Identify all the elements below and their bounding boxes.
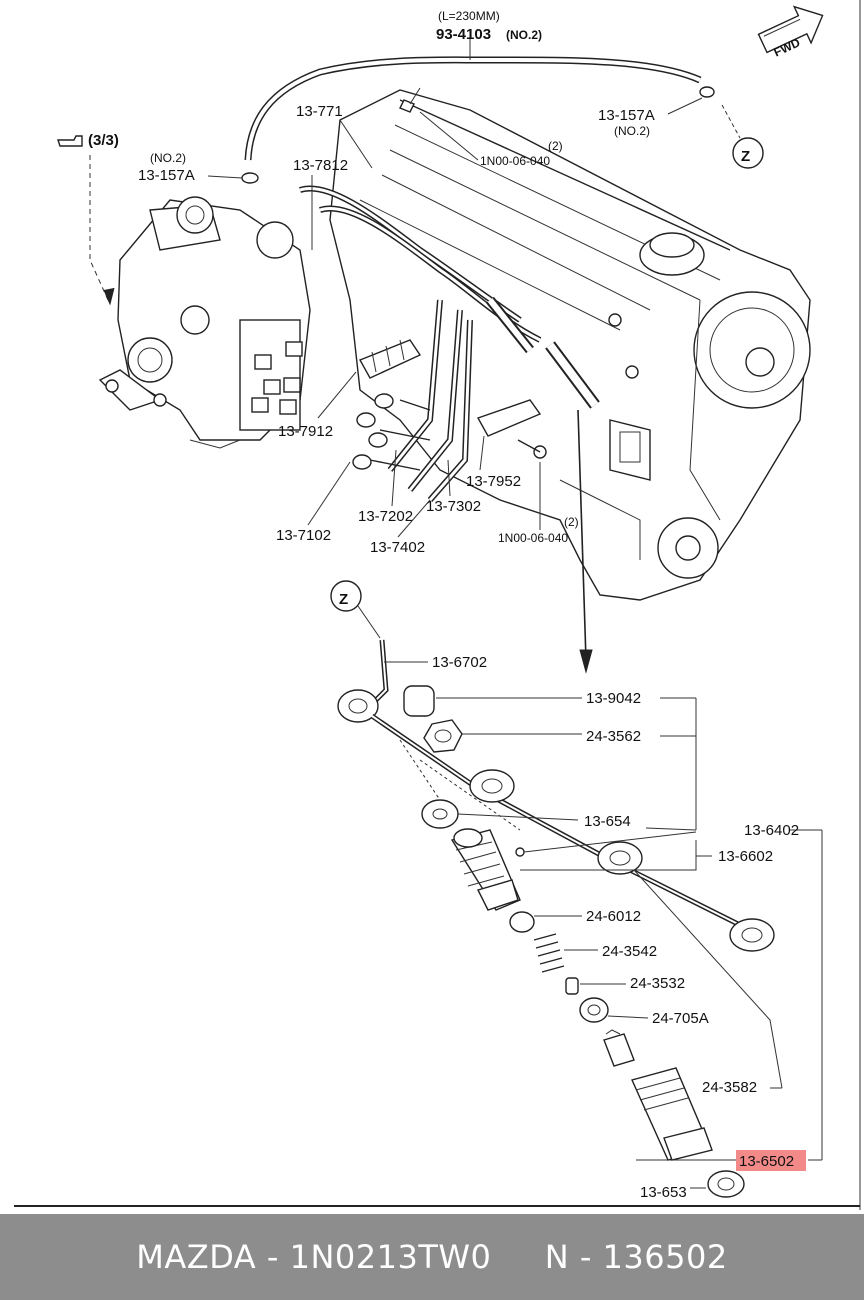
label-24-3562: 24-3562	[586, 728, 641, 745]
highlight-13-6502	[736, 1150, 806, 1171]
bracket-13-7952	[476, 399, 547, 459]
cap-13-9042	[403, 685, 435, 717]
label-13-9042: 13-9042	[586, 690, 641, 707]
label-24-3582: 24-3582	[702, 1079, 757, 1096]
label-13-6502[interactable]: 13-6502	[739, 1153, 794, 1170]
parts-diagram: (L=230MM) 93-4103 (NO.2) FWD (3/3)	[14, 0, 861, 1210]
label-13-771: 13-771	[296, 103, 343, 120]
label-24-705a: 24-705A	[652, 1010, 709, 1027]
leader-24-705a	[607, 1015, 649, 1019]
label-13-7102: 13-7102	[276, 527, 331, 544]
label-13-7812: 13-7812	[293, 157, 348, 174]
washer-13-654	[421, 799, 459, 829]
label-bolt-bottom-qty: (2)	[564, 515, 579, 529]
label-bolt-top: 1N00-06-040	[480, 154, 550, 168]
leader-13-157a-left	[207, 175, 243, 179]
spacer-24-6012	[509, 911, 535, 933]
nozzle-nut-13-6502	[631, 1067, 713, 1161]
label-13-7402: 13-7402	[370, 539, 425, 556]
z-label-top: Z	[741, 148, 750, 165]
assembly-guide-lines	[399, 739, 521, 831]
label-13-7302: 13-7302	[426, 498, 481, 515]
label-13-7952: 13-7952	[466, 473, 521, 490]
leader-bracket-lines	[520, 697, 823, 1161]
hose-part-number: 93-4103	[436, 26, 491, 43]
bolt-1n00-06-040-top	[399, 87, 421, 113]
label-24-3542: 24-3542	[602, 943, 657, 960]
pointing-hand-icon	[57, 135, 83, 147]
label-13-157a-left: 13-157A	[138, 167, 195, 184]
leader-13-654-b	[523, 831, 697, 853]
detail-z-marker-bottom	[330, 580, 381, 639]
return-pipe-13-6702	[337, 639, 775, 952]
footer-text: MAZDA - 1N0213TW0 N - 136502	[136, 1238, 728, 1276]
nozzle-24-3582	[603, 1029, 635, 1067]
leader-13-654-a	[457, 813, 579, 821]
fwd-arrow-icon	[757, 5, 824, 54]
detail-z-marker-top	[721, 104, 764, 169]
label-24-3532: 24-3532	[630, 975, 685, 992]
clip-13-157a-left	[241, 172, 259, 184]
clip-13-157a-right	[699, 86, 715, 98]
ref-arrow-icon	[103, 287, 115, 306]
label-13-6402: 13-6402	[744, 822, 799, 839]
label-bolt-bottom: 1N00-06-040	[498, 531, 568, 545]
label-24-6012: 24-6012	[586, 908, 641, 925]
leader-13-7302	[447, 459, 451, 497]
detail-pointer-line	[577, 409, 587, 661]
ref-leader	[89, 155, 109, 301]
seat-24-705a	[579, 997, 609, 1023]
label-13-157a-right: 13-157A	[598, 107, 655, 124]
label-13-157a-right-no: (NO.2)	[614, 124, 650, 138]
hose-qty: (NO.2)	[506, 28, 542, 42]
label-13-7912: 13-7912	[278, 423, 333, 440]
label-13-7202: 13-7202	[358, 508, 413, 525]
leader-13-7952	[479, 435, 485, 471]
leader-13-7402	[397, 499, 431, 538]
label-13-654: 13-654	[584, 813, 631, 830]
clamp-13-7912	[359, 339, 422, 379]
label-13-653: 13-653	[640, 1184, 687, 1201]
footer-bar: MAZDA - 1N0213TW0 N - 136502	[0, 1214, 864, 1300]
leader-13-7202	[391, 449, 397, 507]
label-13-6602: 13-6602	[718, 848, 773, 865]
leader-13-771	[339, 119, 373, 169]
engine-block	[329, 89, 811, 601]
detail-pointer-arrow-icon	[579, 649, 593, 674]
leader-13-157a-right	[667, 97, 703, 115]
leader-13-7912	[317, 371, 357, 419]
injector-body-13-6602	[450, 828, 525, 911]
hose-93-4103	[244, 38, 702, 161]
leader-13-7102	[307, 461, 351, 526]
z-label-bottom: Z	[339, 591, 348, 608]
leader-bolt-top	[419, 111, 479, 161]
injection-pump	[98, 196, 311, 449]
ref-page-label: (3/3)	[88, 132, 119, 149]
engine-injectors	[486, 296, 600, 409]
label-bolt-top-qty: (2)	[548, 139, 563, 153]
spring-24-3542	[533, 933, 565, 973]
pin-24-3532	[565, 977, 579, 995]
label-13-157a-left-no: (NO.2)	[150, 151, 186, 165]
washer-13-653	[707, 1170, 745, 1198]
nut-24-3562	[423, 719, 463, 753]
hose-length-label: (L=230MM)	[438, 9, 500, 23]
label-13-6702: 13-6702	[432, 654, 487, 671]
